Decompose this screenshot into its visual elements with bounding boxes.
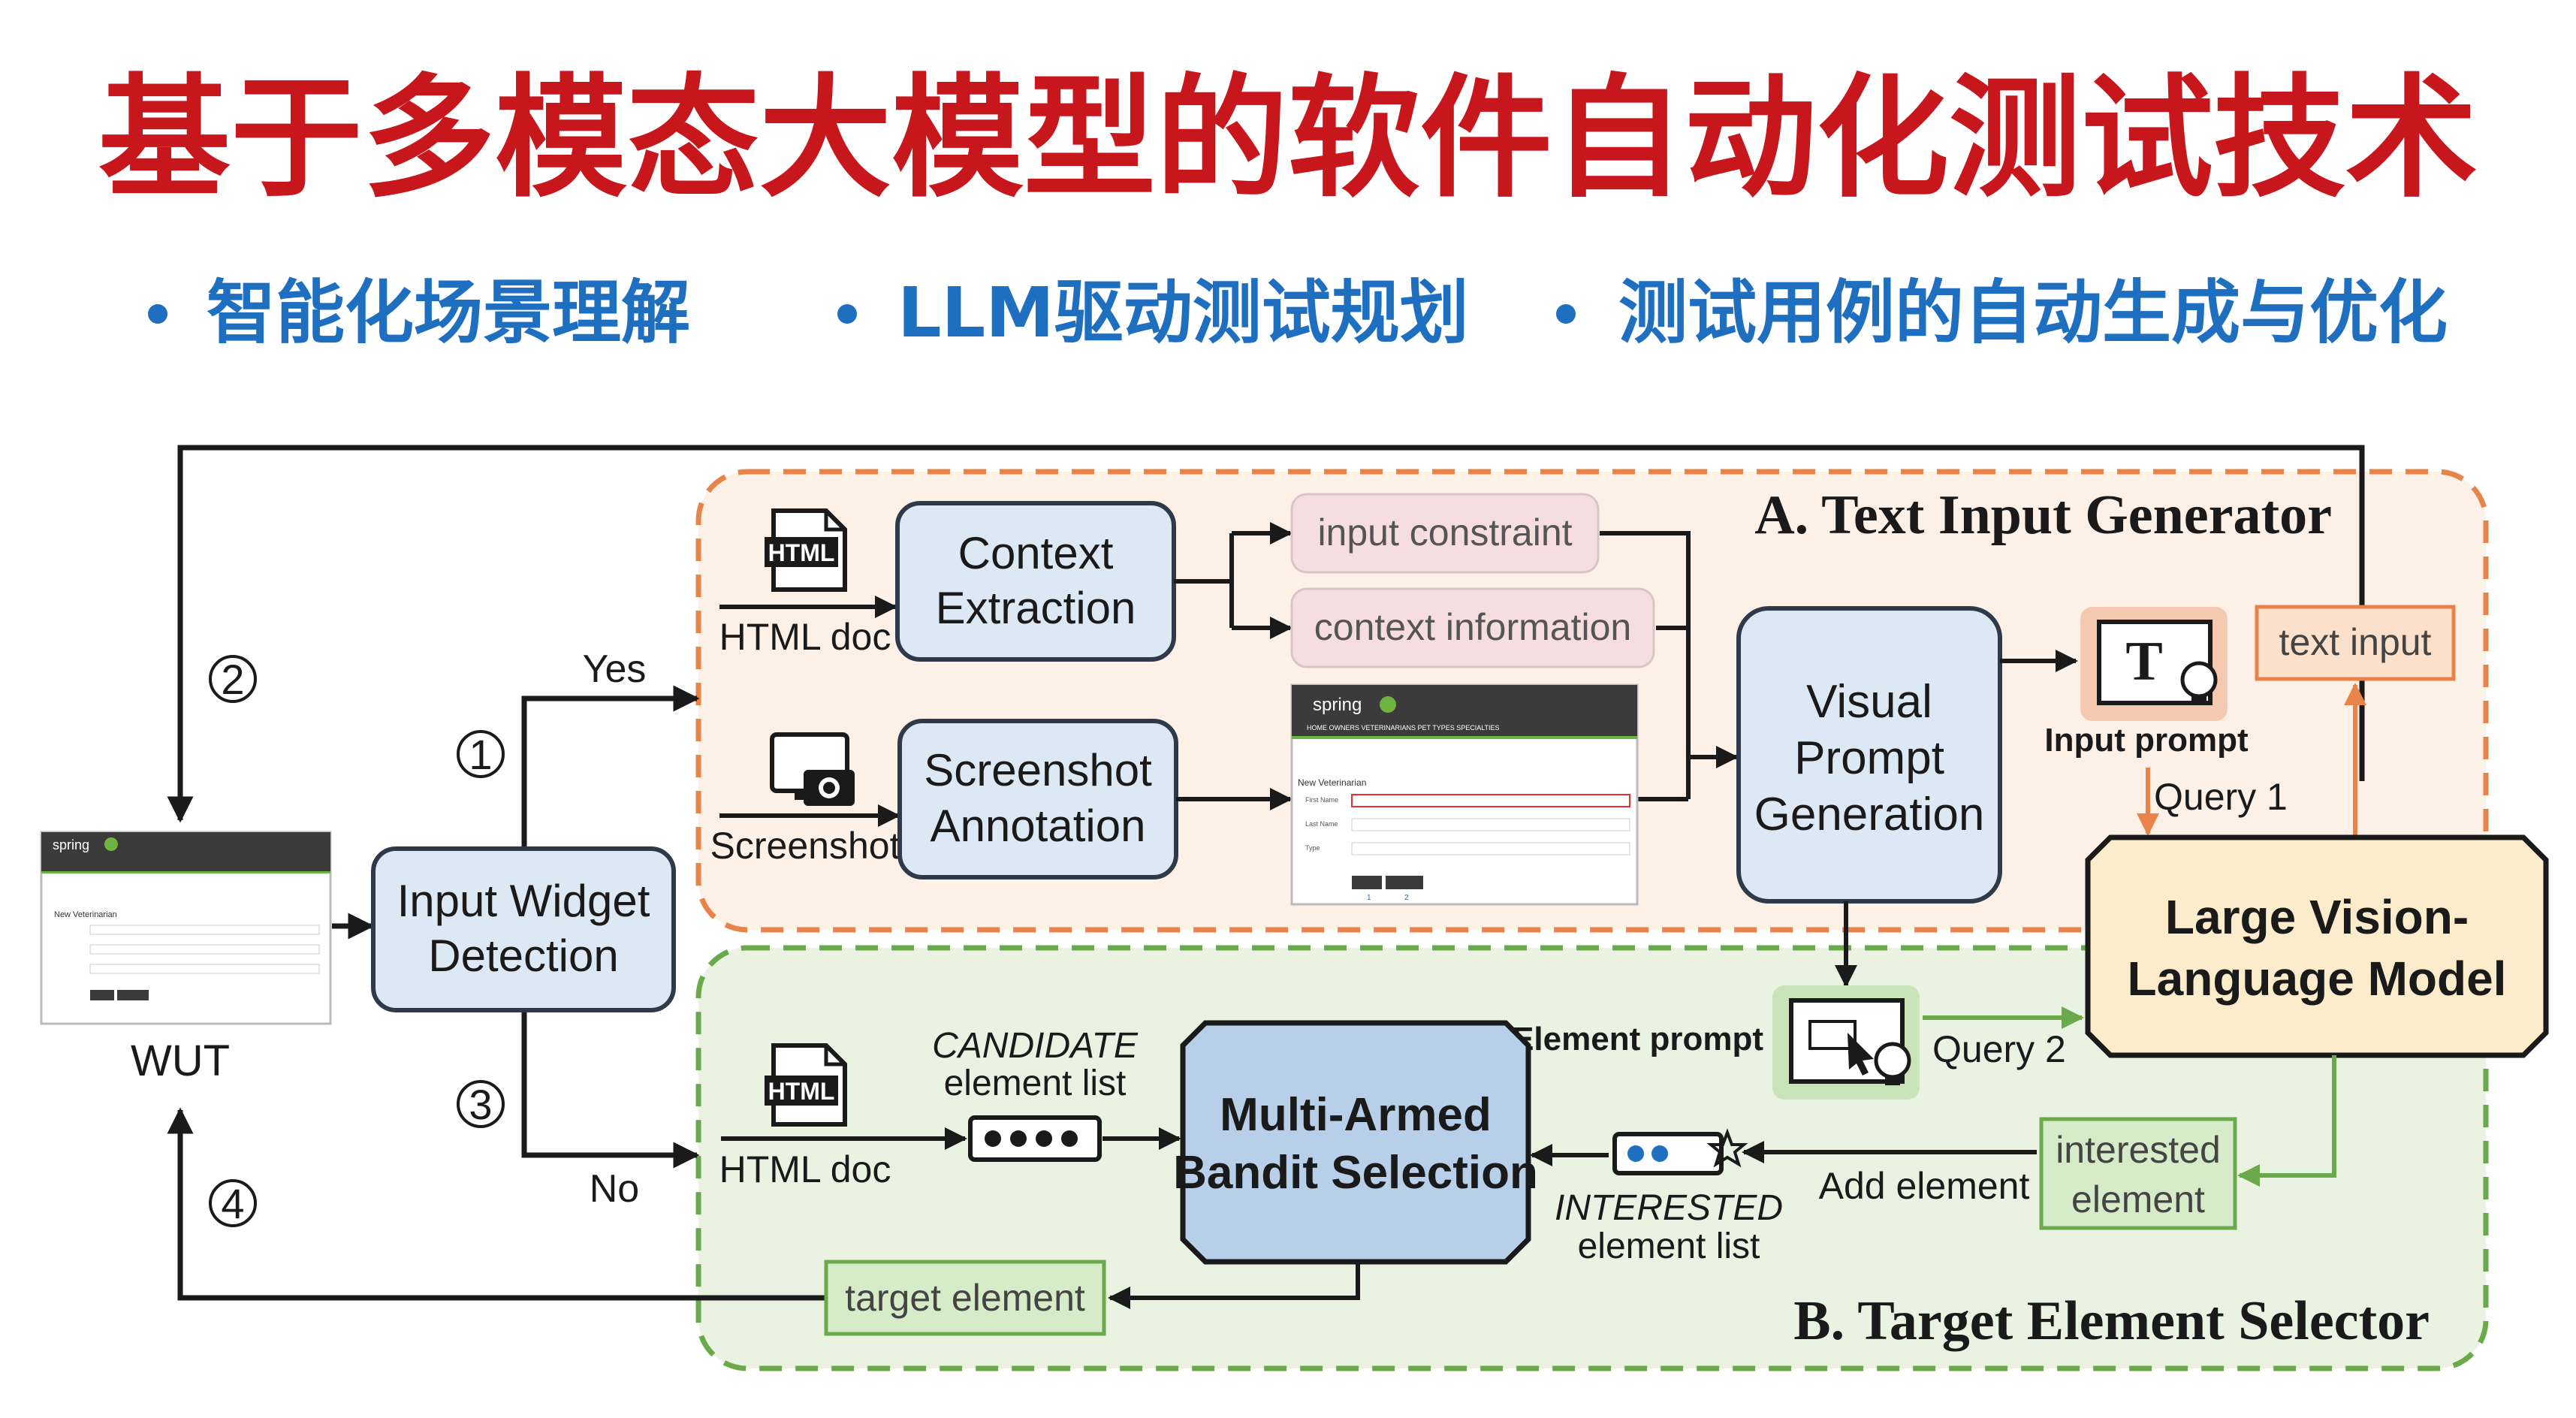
html-icon-text: HTML — [768, 1078, 835, 1105]
wut-heading: New Veterinarian — [54, 910, 117, 919]
section-a-title: A. Text Input Generator — [1754, 484, 2332, 546]
lvlm-line2: Language Model — [2128, 952, 2507, 1006]
main-title: 基于多模态大模型的软件自动化测试技术 — [98, 62, 2478, 216]
context-information-label: context information — [1314, 606, 1631, 648]
step-1-circle — [457, 730, 505, 778]
html-icon-text: HTML — [768, 539, 835, 566]
interested-list-icon — [1612, 1128, 1748, 1175]
element-prompt-label: Element prompt — [1512, 1021, 1763, 1057]
step-4: 4 — [221, 1180, 244, 1227]
html-doc-icon-b: HTML — [765, 1043, 847, 1127]
lightbulb-icon — [1874, 1042, 1911, 1079]
spring-leaf-icon — [104, 837, 118, 851]
wut-label: WUT — [131, 1036, 230, 1085]
query2-label: Query 2 — [1932, 1028, 2066, 1070]
step-3-circle — [457, 1080, 505, 1128]
annotated-nav: HOME OWNERS VETERINARIANS PET TYPES SPEC… — [1307, 724, 1500, 732]
bullet-1: 智能化场景理解 — [207, 273, 690, 353]
context-extraction-box — [895, 501, 1176, 662]
annotated-logo: spring — [1313, 695, 1362, 715]
annotated-screenshot: spring HOME OWNERS VETERINARIANS PET TYP… — [1290, 683, 1639, 906]
bullet-list: 智能化场景理解 LLM驱动测试规划 测试用例的自动生成与优化 — [148, 273, 2448, 353]
context-information-box — [1290, 587, 1655, 668]
bullet-3: 测试用例的自动生成与优化 — [1618, 273, 2448, 353]
cursor-icon — [1848, 1033, 1874, 1076]
html-doc-icon: HTML — [765, 508, 847, 592]
context-extraction-line2: Extraction — [936, 583, 1136, 633]
wut-screenshot: spring New Veterinarian — [40, 831, 332, 1025]
bullet-dot — [837, 304, 857, 324]
interested-element-line2: element — [2071, 1178, 2205, 1220]
annotated-field-label: First Name — [1305, 796, 1338, 804]
input-widget-detection-line1: Input Widget — [397, 876, 650, 926]
lvlm-box — [2085, 834, 2549, 1058]
screenshot-label: Screenshot — [710, 825, 900, 867]
bullet-dot — [1556, 304, 1576, 324]
lvlm-line1: Large Vision- — [2165, 890, 2469, 944]
input-widget-detection-box — [371, 846, 676, 1012]
mab-line1: Multi-Armed — [1220, 1089, 1492, 1141]
interested-element-line1: interested — [2056, 1129, 2221, 1171]
step-2: 2 — [221, 656, 244, 703]
yes-arrow — [521, 685, 700, 849]
element-prompt-icon — [1772, 985, 1920, 1100]
html-doc-label-a: HTML doc — [719, 616, 891, 658]
candidate-list-icon — [968, 1115, 1102, 1162]
target-element-label: target element — [845, 1277, 1085, 1319]
candidate-line2: element list — [944, 1064, 1127, 1103]
input-widget-detection-line2: Detection — [428, 931, 618, 981]
add-element-label: Add element — [1819, 1165, 2030, 1207]
mab-line2: Bandit Selection — [1173, 1147, 1538, 1199]
loop-arrow-4 — [167, 1107, 825, 1301]
yes-label: Yes — [583, 647, 647, 691]
html-doc-label-b: HTML doc — [719, 1148, 891, 1190]
visual-prompt-line3: Generation — [1754, 789, 1985, 840]
step-2-circle — [209, 655, 257, 703]
section-b-title: B. Target Element Selector — [1793, 1290, 2430, 1352]
mab-box — [1180, 1020, 1531, 1265]
no-arrow — [521, 1010, 700, 1169]
mab-to-target-arrow — [1108, 1262, 1360, 1309]
text-input-label: text input — [2279, 621, 2432, 663]
interested-list-line1: INTERESTED — [1555, 1188, 1783, 1228]
step-1: 1 — [469, 731, 492, 778]
merge-line-top — [1600, 531, 1691, 799]
interested-element-box — [2039, 1117, 2237, 1230]
input-constraint-box — [1290, 493, 1600, 574]
candidate-line1: CANDIDATE — [932, 1026, 1139, 1066]
context-extraction-line1: Context — [958, 528, 1114, 578]
annotated-heading: New Veterinarian — [1298, 777, 1366, 788]
star-icon — [1706, 1128, 1748, 1168]
input-prompt-icon: T — [2080, 607, 2228, 721]
input-constraint-label: input constraint — [1317, 511, 1572, 554]
text-t-glyph: T — [2125, 631, 2162, 692]
annotated-marker: 1 — [1367, 894, 1371, 902]
step-3: 3 — [469, 1081, 492, 1128]
no-label: No — [590, 1167, 639, 1211]
wut-logo: spring — [53, 837, 89, 852]
lightbulb-icon — [2180, 661, 2218, 698]
query1-label: Query 1 — [2154, 776, 2288, 818]
step-4-circle — [209, 1179, 257, 1227]
screenshot-annotation-line1: Screenshot — [924, 745, 1152, 795]
text-input-box — [2255, 605, 2456, 681]
annotated-field-label: Last Name — [1305, 820, 1338, 828]
spring-leaf-icon — [1380, 696, 1396, 713]
screenshot-annotation-line2: Annotation — [931, 801, 1146, 851]
visual-prompt-line2: Prompt — [1794, 732, 1944, 784]
lvlm-to-interested-arrow — [2237, 1055, 2336, 1187]
target-element-box — [824, 1260, 1106, 1336]
bullet-2: LLM驱动测试规划 — [897, 273, 1469, 353]
input-prompt-label: Input prompt — [2044, 722, 2249, 759]
bullet-dot — [148, 304, 167, 324]
visual-prompt-generation-box — [1736, 606, 2002, 904]
screenshot-icon — [770, 732, 855, 806]
annotated-field-label: Type — [1305, 844, 1320, 852]
annotated-marker: 2 — [1404, 894, 1409, 902]
interested-list-line2: element list — [1578, 1226, 1760, 1266]
visual-prompt-line1: Visual — [1806, 676, 1932, 728]
